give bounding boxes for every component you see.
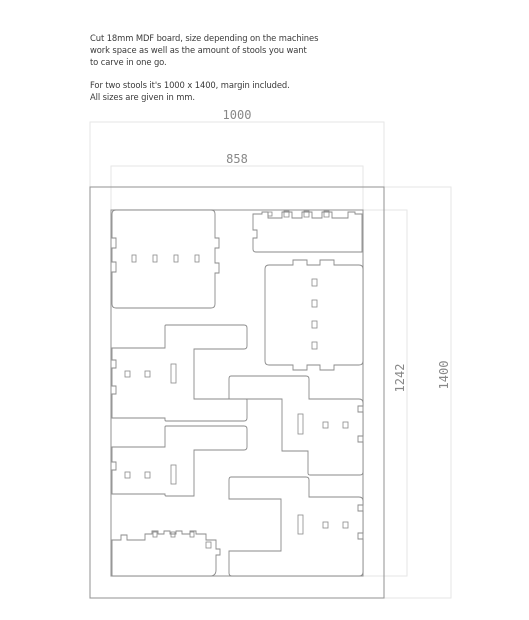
instructions-line: For two stools it's 1000 x 1400, margin … (90, 80, 290, 90)
mdf-board-outline (89, 186, 385, 599)
part-leg-left-lower (111, 425, 248, 497)
part-seat-right-middle (264, 259, 364, 371)
work-width-label: 858 (226, 152, 248, 166)
part-leg-left-upper (111, 324, 248, 422)
instructions-line: work space as well as the amount of stoo… (90, 45, 307, 55)
instructions-line: to carve in one go. (90, 57, 167, 67)
instructions-line: Cut 18mm MDF board, size depending on th… (90, 33, 319, 43)
board-width-label: 1000 (223, 108, 252, 122)
instructions-paragraph-2: For two stools it's 1000 x 1400, margin … (90, 79, 350, 103)
instructions-line: All sizes are given in mm. (90, 92, 195, 102)
part-stretcher-top-right (252, 210, 363, 253)
part-stretcher-bottom-left (111, 530, 221, 577)
part-seat-top-left (111, 209, 220, 309)
work-height-label: 1242 (393, 364, 407, 393)
part-leg-right-upper (228, 375, 364, 476)
instructions-text: Cut 18mm MDF board, size depending on th… (90, 32, 350, 114)
instructions-paragraph-1: Cut 18mm MDF board, size depending on th… (90, 32, 350, 68)
board-height-label: 1400 (437, 361, 451, 390)
part-leg-right-lower (228, 476, 364, 577)
